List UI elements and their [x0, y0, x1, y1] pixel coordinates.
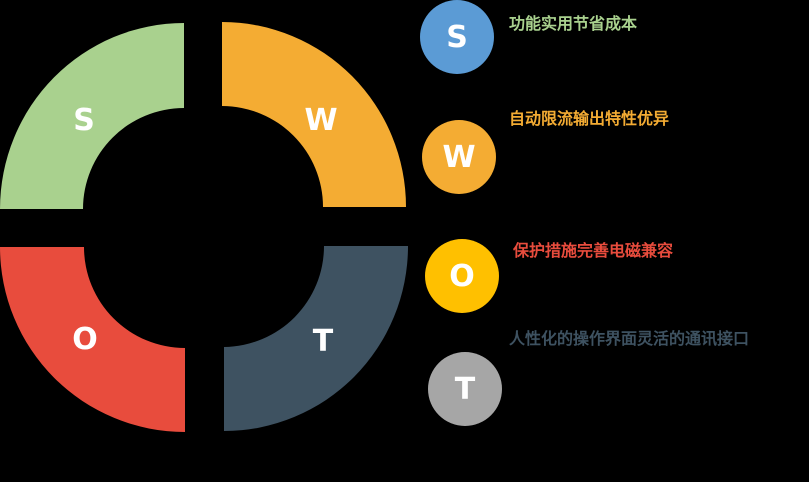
badge-t: T: [428, 352, 502, 426]
quadrant-w: [222, 22, 406, 207]
desc-o: 保护措施完善电磁兼容: [513, 241, 674, 260]
quadrant-t: [224, 246, 408, 431]
quadrant-s: [0, 23, 184, 209]
quadrant-o: [0, 247, 185, 432]
badge-w: W: [422, 120, 496, 194]
quadrant-o-letter: O: [72, 322, 98, 357]
badge-o: O: [425, 239, 499, 313]
quadrant-t-letter: T: [313, 324, 334, 359]
badge-s: S: [420, 0, 494, 74]
desc-s: 功能实用节省成本: [509, 14, 638, 33]
desc-w: 自动限流输出特性优异: [509, 109, 670, 128]
quadrant-w-letter: W: [304, 103, 337, 138]
swot-ring: S W O T: [0, 22, 408, 432]
quadrant-s-letter: S: [73, 103, 95, 138]
desc-t: 人性化的操作界面灵活的通讯接口: [509, 329, 750, 348]
